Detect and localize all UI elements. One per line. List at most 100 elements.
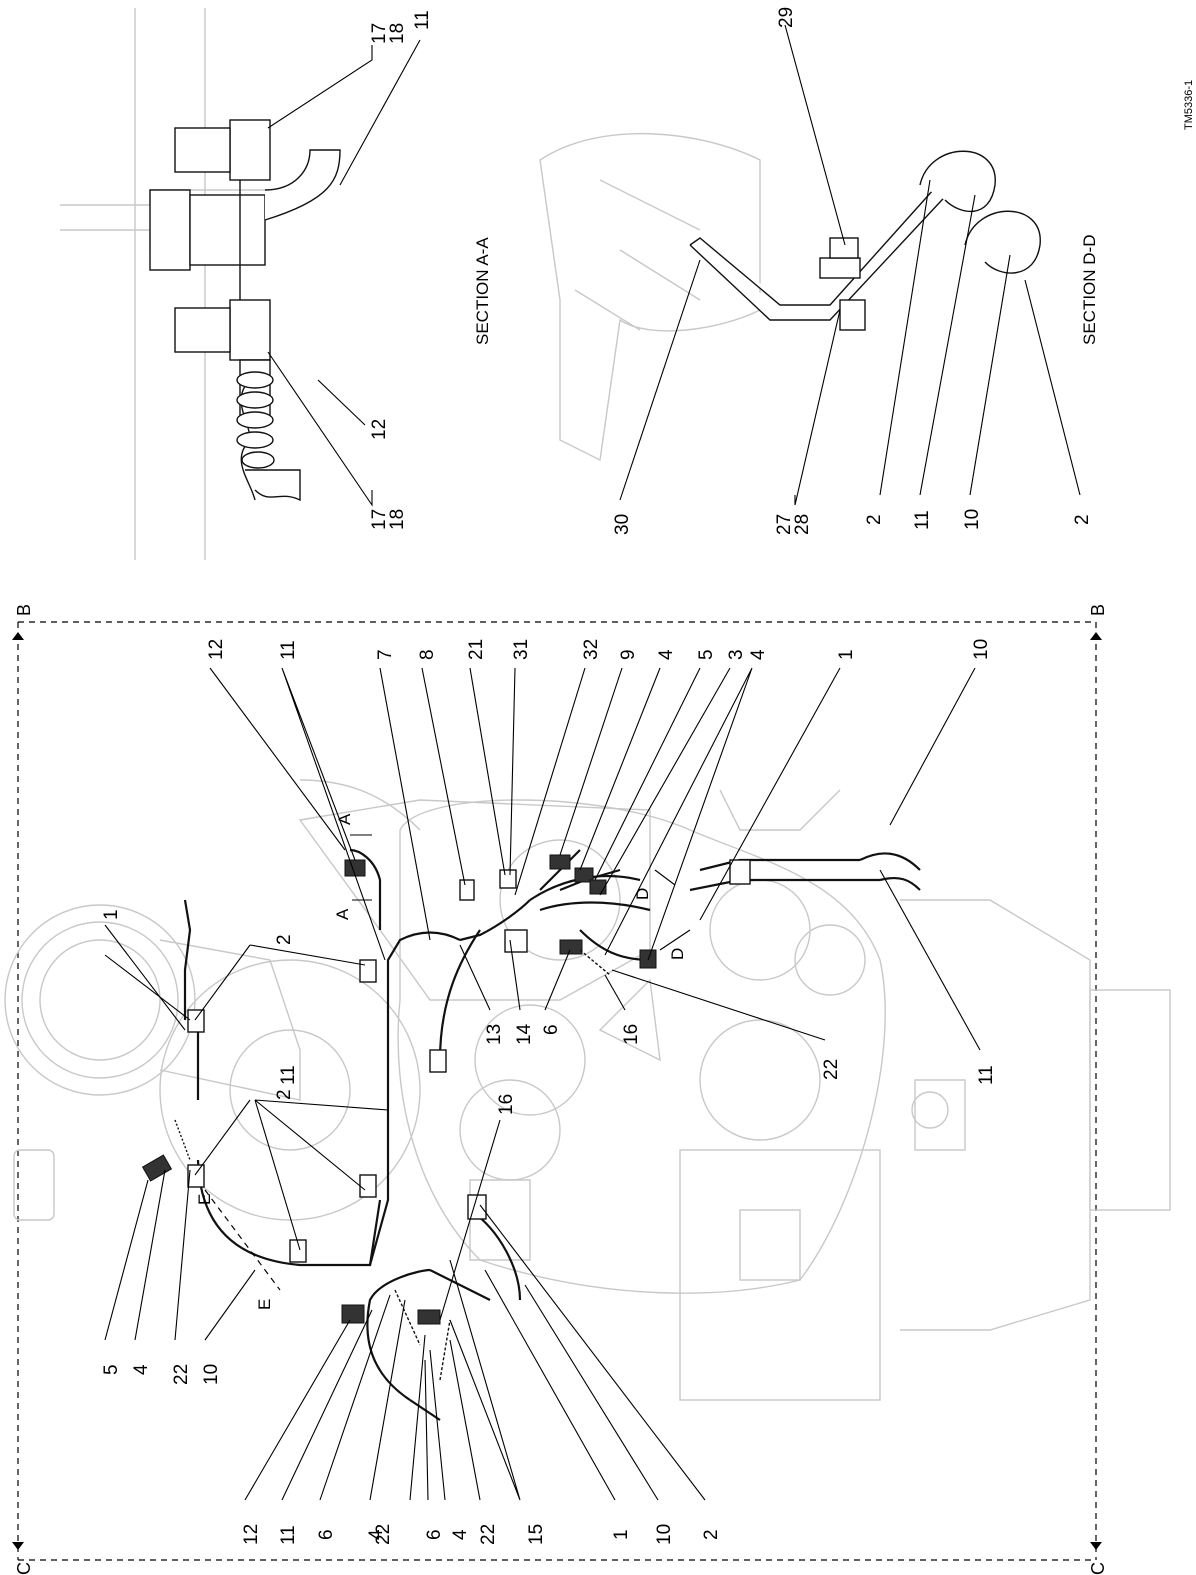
section-a-a-view: 17 18 11 12 17 18 SECTION A-A [60, 8, 492, 560]
cut-mark-c-left: C [14, 1562, 34, 1575]
callout-15: 15 [526, 1524, 547, 1545]
clamp-left-mid [187, 1164, 205, 1188]
cut-mark-b-left: B [14, 604, 34, 616]
callout-4-left: 4 [131, 1364, 152, 1375]
callout-1-top: 1 [836, 649, 857, 660]
connector-3 [589, 879, 607, 895]
cut-mark-b-right: B [1088, 604, 1108, 616]
callout-10-sec-d: 10 [962, 509, 983, 530]
clamp-left-top [187, 1009, 205, 1033]
callout-8: 8 [417, 649, 438, 660]
callout-11-sec-d: 11 [912, 510, 933, 530]
section-a-flange [149, 119, 271, 361]
callout-29: 29 [776, 7, 797, 28]
connector-5-right [574, 867, 594, 883]
callout-12-bottom: 12 [241, 1524, 262, 1545]
callout-2-left-b: 2 [274, 1089, 295, 1100]
cut-mark-e-upper: E [195, 1194, 214, 1205]
section-a-leaders [267, 39, 421, 507]
section-d-callouts: 29 30 27 28 2 11 10 2 [612, 7, 1093, 535]
callout-10-bottom: 10 [654, 1524, 675, 1545]
callout-18-bottom: 18 [387, 509, 408, 530]
section-d-d-view: 29 30 27 28 2 11 10 2 SECTION D-D [539, 7, 1099, 535]
cut-mark-d-lower: D [668, 948, 687, 960]
callout-6-bottom-a: 6 [316, 1529, 337, 1540]
callout-2-sec-d-a: 2 [864, 514, 885, 525]
callout-22-left: 22 [171, 1364, 192, 1385]
callouts-top-row: 12 11 7 8 21 31 32 9 4 5 3 4 1 10 [206, 639, 992, 660]
engine-ghost [4, 779, 1171, 1401]
clamp-mid [429, 1049, 447, 1073]
callout-17-bottom: 17 [369, 509, 390, 530]
callout-7: 7 [375, 649, 396, 660]
callout-13: 13 [484, 1024, 505, 1045]
clamp-right [467, 1194, 487, 1220]
callout-1-bottom: 1 [611, 1529, 632, 1540]
callout-5-left: 5 [101, 1364, 122, 1375]
section-d-leaders [619, 24, 1081, 506]
callout-2-bottom: 2 [701, 1529, 722, 1540]
callout-5-top: 5 [696, 649, 717, 660]
section-d-d-label: SECTION D-D [1080, 235, 1099, 346]
callout-3: 3 [726, 649, 747, 660]
callout-21: 21 [466, 639, 487, 660]
clamp-1-right [729, 859, 751, 885]
section-a-housing-ghost [60, 8, 265, 560]
clamp-left-bottom [289, 1239, 307, 1263]
callout-22-bottom-b: 22 [478, 1524, 499, 1545]
callout-22-bottom-a: 22 [373, 1524, 394, 1545]
sensor-22-upper [174, 1119, 191, 1161]
callout-17-top: 17 [369, 23, 390, 44]
callout-27: 27 [774, 514, 795, 535]
callouts-bottom-row: 12 11 6 4 22 6 4 22 15 1 10 2 [241, 1524, 722, 1545]
connector-6-upper [559, 939, 583, 955]
clamp-top-2 [359, 1174, 377, 1198]
cut-mark-e-lower: E [255, 1299, 274, 1310]
clamp-top-1 [359, 959, 377, 983]
callouts-left-column: 1 2 11 2 5 4 22 10 [101, 909, 299, 1385]
bracket-7 [459, 879, 475, 901]
callout-6-middle: 6 [541, 1024, 562, 1035]
main-leaders [104, 667, 981, 1501]
callout-11-left: 11 [278, 1065, 299, 1085]
cut-mark-labels: B B C C [14, 604, 1108, 1575]
callout-4-top-b: 4 [748, 649, 769, 660]
sensor-22-lower [394, 1289, 421, 1346]
connector-5 [141, 1154, 173, 1182]
callout-28: 28 [792, 514, 813, 535]
section-d-bracket [689, 159, 969, 331]
connector-12-lower [341, 1304, 365, 1324]
clamp-14 [504, 929, 528, 953]
callout-10-top: 10 [971, 639, 992, 660]
callouts-middle: 16 13 14 6 16 22 11 [484, 1023, 997, 1115]
callout-12-sec-a: 12 [369, 419, 390, 440]
section-a-a-label: SECTION A-A [473, 237, 492, 345]
callout-4-bottom-b: 4 [450, 1529, 471, 1540]
sensor-22-bottom [439, 1319, 451, 1381]
callout-4-bottom-a: 4 [366, 1529, 387, 1540]
section-d-clips [919, 150, 1041, 274]
callout-11-top: 11 [278, 640, 299, 660]
callout-12-top: 12 [206, 639, 227, 660]
callout-18-top: 18 [387, 23, 408, 44]
callout-4-top-a: 4 [656, 649, 677, 660]
cut-mark-a-upper: A [335, 813, 354, 825]
callout-14: 14 [514, 1023, 535, 1045]
callout-6-bottom-b: 6 [424, 1529, 445, 1540]
callout-11-bottom: 11 [278, 1525, 299, 1545]
callout-16-right: 16 [621, 1024, 642, 1045]
callout-9: 9 [618, 649, 639, 660]
callout-2-left-a: 2 [274, 934, 295, 945]
section-a-callouts: 17 18 11 12 17 18 [369, 10, 433, 530]
callout-11-sec-a: 11 [412, 10, 433, 30]
view-boundary [12, 621, 1102, 1561]
callout-11-right: 11 [976, 1065, 997, 1085]
callout-2-sec-d-b: 2 [1072, 514, 1093, 525]
callout-16-left: 16 [496, 1094, 517, 1115]
callout-10-left: 10 [201, 1364, 222, 1385]
callout-31: 31 [511, 639, 532, 660]
callout-32: 32 [581, 639, 602, 660]
connector-6-lower [417, 1309, 441, 1325]
figure-id: TM5336-1 [1183, 80, 1195, 130]
